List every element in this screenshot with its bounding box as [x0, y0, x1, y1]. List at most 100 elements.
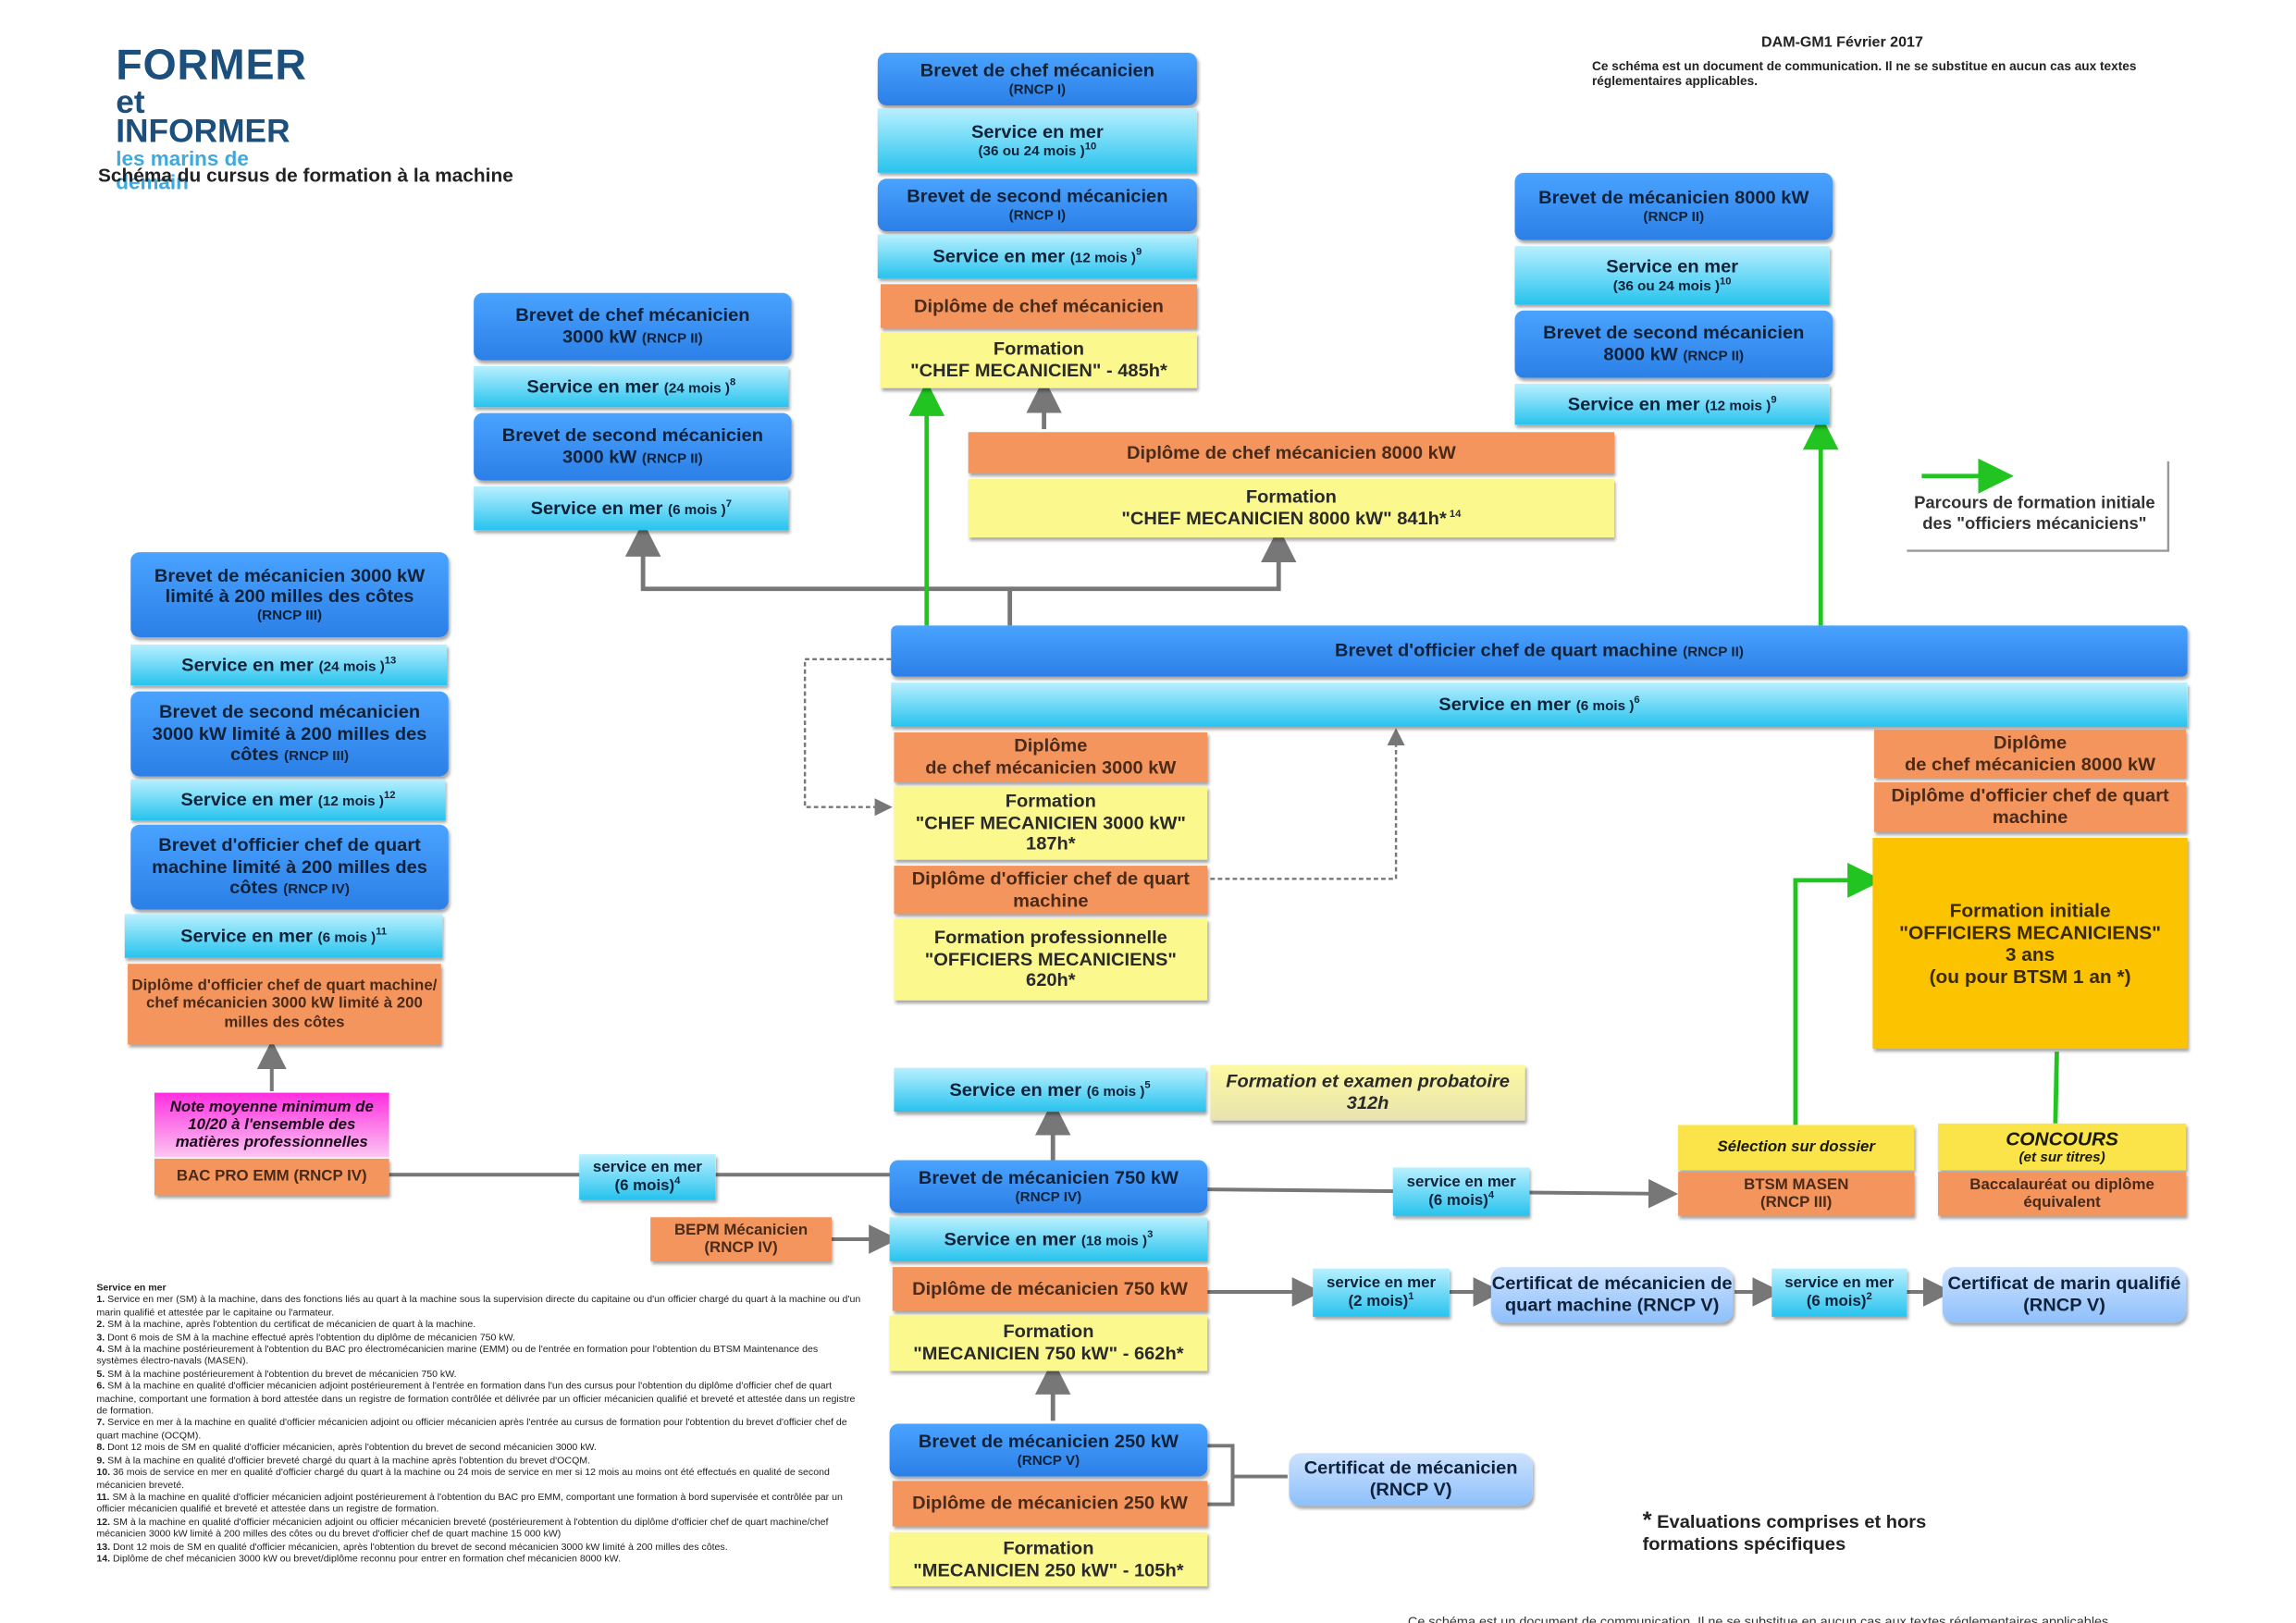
detail: (6 mois ) [1086, 1083, 1145, 1100]
footnote-number: 1. [96, 1295, 105, 1306]
line2: machine [1013, 890, 1089, 911]
rncp: (RNCP I) [1008, 81, 1067, 98]
footnote-item: 14. Diplôme de chef mécanicien 3000 kW o… [96, 1554, 861, 1566]
formation-chef-mecanicien: Formation "CHEF MECANICIEN" - 485h* [881, 332, 1197, 388]
brevet-mecanicien-3000-limite: Brevet de mécanicien 3000 kW limité à 20… [130, 552, 449, 637]
line2: "OFFICIERS MECANICIENS" [924, 948, 1177, 970]
line2: (RNCP III) [1760, 1193, 1833, 1211]
label: Brevet de mécanicien 250 kW [918, 1431, 1179, 1452]
line2: chef mécanicien 3000 kW limité à 200 [145, 995, 423, 1014]
certificat-marin-qualifie: Certificat de marin qualifié (RNCP V) [1942, 1267, 2187, 1323]
line2: (RNCP V) [1369, 1479, 1452, 1500]
brevet-second-mecanicien-3000-limite: Brevet de second mécanicien 3000 kW limi… [130, 691, 449, 777]
detail: (12 mois ) [1705, 398, 1771, 414]
label: Formation [1245, 486, 1337, 508]
star: * [1642, 1508, 1652, 1534]
header-disclaimer: Ce schéma est un document de communicati… [1591, 58, 2137, 89]
service-en-mer-8000: Service en mer (36 ou 24 mois )10 [1514, 246, 1830, 305]
footnote-item: 10. 36 mois de service en mer en qualité… [96, 1468, 861, 1493]
line2: 3000 kW [562, 447, 637, 468]
detail: (12 mois ) [1069, 250, 1137, 266]
brevet-officier-chef-quart: Brevet d'officier chef de quart machine … [891, 625, 2188, 677]
label: Service en mer [970, 120, 1104, 141]
diplome-officier-limite: Diplôme d'officier chef de quart machine… [128, 964, 441, 1045]
note-ref: 5 [1144, 1080, 1151, 1091]
line1: Formation [1003, 1537, 1094, 1559]
diplome-mecanicien-750: Diplôme de mécanicien 750 kW [892, 1267, 1208, 1311]
footnote-number: 2. [96, 1320, 105, 1331]
label: Service en mer [1438, 694, 1572, 715]
green-arrow-btsm-to-forminit [1793, 862, 1883, 1125]
service-en-mer-second: Service en mer (12 mois )9 [877, 234, 1197, 278]
brevet-mecanicien-750: Brevet de mécanicien 750 kW (RNCP IV) [889, 1160, 1208, 1213]
service-en-mer-bac: service en mer (6 mois)4 [579, 1154, 716, 1200]
line1: Brevet de mécanicien 3000 kW [154, 565, 426, 586]
rncp: (RNCP III) [284, 748, 350, 766]
service-en-mer-24: Service en mer (24 mois )8 [474, 365, 789, 408]
note-ref: 8 [729, 376, 736, 387]
line1: BEPM Mécanicien [673, 1221, 809, 1239]
service-en-mer-left-12: Service en mer (12 mois )12 [130, 779, 446, 820]
service-en-mer-8000-12: Service en mer (12 mois )9 [1514, 383, 1830, 425]
line1: Formation [1005, 791, 1096, 812]
note-ref: 3 [1147, 1229, 1154, 1240]
line2: "MECANICIEN 750 kW" - 662h* [913, 1343, 1184, 1364]
detail: (36 ou 24 mois ) [978, 143, 1085, 161]
notes-list: 1. Service en mer (SM) à la machine, dan… [96, 1296, 861, 1567]
service-en-mer-18: Service en mer (18 mois )3 [889, 1217, 1208, 1261]
footnote-item: 3. Dont 6 mois de SM à la machine effect… [96, 1333, 861, 1345]
footnote-number: 4. [96, 1345, 105, 1356]
brevet-chef-mecanicien: Brevet de chef mécanicien (RNCP I) [877, 53, 1197, 106]
line1: Certificat de marin qualifié [1947, 1273, 2181, 1295]
footer-disclaimer: Ce schéma est un document de communicati… [1407, 1614, 2113, 1623]
footnote-text: SM à la machine, après l'obtention du ce… [107, 1320, 476, 1331]
footnote-number: 7. [96, 1418, 105, 1430]
footnote-text: Dont 12 mois de SM en qualité d'officier… [113, 1542, 728, 1553]
label: Brevet de chef mécanicien [515, 305, 750, 326]
note-ref: 14 [1446, 509, 1462, 521]
service-en-mer-officier: Service en mer (6 mois )6 [891, 682, 2188, 727]
footnote-text: Diplôme de chef mécanicien 3000 kW ou br… [113, 1554, 622, 1565]
connector-officier-split [624, 521, 1013, 626]
line3: côtes [229, 878, 278, 899]
line1: Baccalauréat ou diplôme [1969, 1175, 2154, 1194]
brevet-second-mecanicien-3000: Brevet de second mécanicien 3000 kW (RNC… [474, 412, 792, 481]
line2: machine limité à 200 milles des [152, 856, 427, 878]
green-line-concours [2053, 1051, 2059, 1124]
diplome-officier-chef-quart: Diplôme d'officier chef de quart machine [894, 866, 1208, 915]
diplome-chef-mecanicien-8000: Diplôme de chef mécanicien 8000 kW [968, 432, 1615, 473]
service-en-mer-left-6: Service en mer (6 mois )11 [124, 914, 443, 958]
label: Service en mer [932, 245, 1066, 266]
line3: 620h* [1026, 970, 1076, 991]
footnote-text: Service en mer (SM) à la machine, dans d… [96, 1295, 861, 1319]
legend-frame [1907, 461, 2170, 552]
service-en-mer-chef: Service en mer (36 ou 24 mois )10 [877, 108, 1197, 173]
note-ref: 11 [376, 926, 388, 937]
label: Service en mer [180, 789, 314, 810]
line3: 187h* [1026, 833, 1076, 855]
line1: Diplôme d'officier chef de quart [911, 868, 1190, 890]
formation-chef-mecanicien-8000: Formation "CHEF MECANICIEN 8000 kW" 841h… [968, 478, 1615, 538]
certificat-quart-machine: Certificat de mécanicien de quart machin… [1490, 1267, 1734, 1323]
logo-line3: les marins de demain [116, 146, 249, 194]
detail: (24 mois ) [318, 658, 385, 675]
label: CONCOURS [2006, 1127, 2118, 1150]
footnote-text: SM à la machine en qualité d'officier mé… [96, 1492, 843, 1516]
detail: (18 mois ) [1080, 1233, 1148, 1249]
footnote-number: 5. [96, 1369, 105, 1380]
detail: (6 mois) [1806, 1293, 1867, 1311]
footnote-number: 10. [96, 1468, 111, 1479]
line2: 10/20 à l'ensemble des [188, 1115, 356, 1134]
diplome-officier-chef-quart-right: Diplôme d'officier chef de quart machine [1874, 781, 2187, 832]
logo-line2: et INFORMER [116, 83, 290, 150]
line1: Formation [1003, 1322, 1094, 1343]
line1: BTSM MASEN [1744, 1175, 1849, 1194]
line1: Diplôme d'officier chef de quart [1891, 785, 2169, 806]
note-ref: 4 [1487, 1191, 1495, 1202]
rncp: (RNCP I) [1008, 207, 1067, 224]
label: Brevet d'officier chef de quart machine [1335, 640, 1678, 661]
document-ref: DAM-GM1 Février 2017 [1761, 35, 1923, 52]
label: service en mer [592, 1158, 703, 1176]
line2: de chef mécanicien 8000 kW [1905, 753, 2156, 775]
